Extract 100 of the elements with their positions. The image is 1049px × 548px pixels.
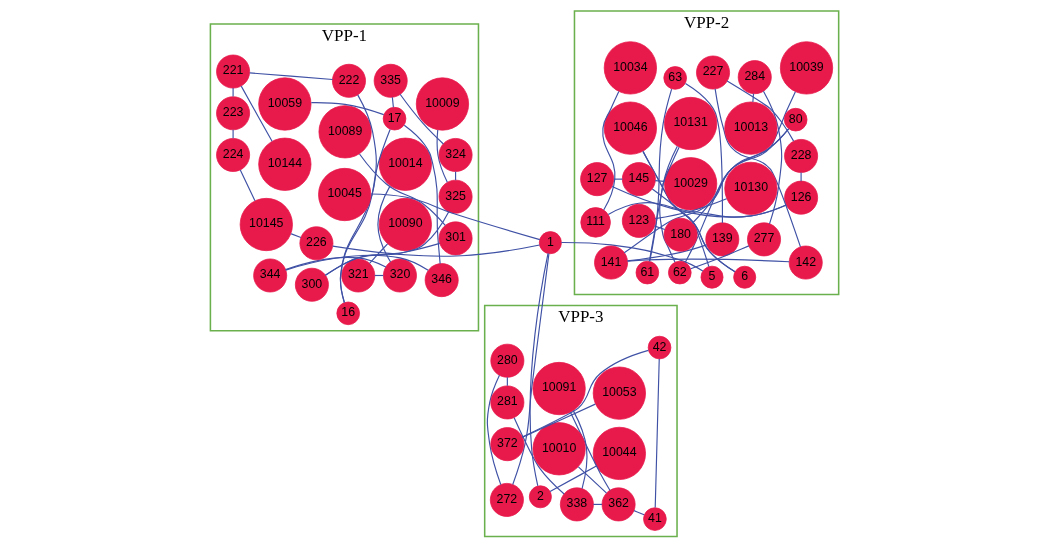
node-circle: 284 <box>737 60 772 95</box>
node-circle: 325 <box>438 179 473 214</box>
connector <box>506 376 508 387</box>
node-circle: 280 <box>490 343 525 378</box>
connector <box>752 93 755 103</box>
node-circle: 141 <box>594 245 628 280</box>
connector <box>613 178 623 180</box>
node-circle: 372 <box>490 427 525 462</box>
connector <box>569 411 611 491</box>
node-circle: 10045 <box>318 167 372 222</box>
node-circle: 10053 <box>592 366 646 420</box>
connector <box>436 129 448 183</box>
connector <box>690 245 750 270</box>
connector <box>648 146 680 262</box>
connector <box>642 150 736 273</box>
node-circle: 338 <box>559 487 594 522</box>
connector <box>659 145 678 263</box>
node-circle: 346 <box>424 263 459 298</box>
node-circle: 16 <box>336 301 360 326</box>
node-circle: 281 <box>490 385 525 420</box>
node-circle: 180 <box>663 217 698 252</box>
connector <box>529 252 549 487</box>
node-circle: 1 <box>538 231 562 255</box>
connector <box>521 403 596 438</box>
node-circle: 344 <box>253 258 288 293</box>
node-circle: 10144 <box>258 137 312 191</box>
node-circle: 10010 <box>532 422 586 476</box>
node-circle: 123 <box>621 203 656 238</box>
connector <box>285 254 429 271</box>
node-circle: 17 <box>382 106 407 131</box>
connector <box>623 91 796 254</box>
node-circle: 320 <box>383 258 417 293</box>
connector <box>513 417 565 495</box>
connector <box>370 193 541 241</box>
node-circle: 80 <box>783 107 808 132</box>
node-circle: 10044 <box>592 426 646 480</box>
connector <box>691 128 790 224</box>
node-circle: 226 <box>299 226 334 261</box>
node-circle: 10046 <box>603 101 657 155</box>
connector <box>654 225 666 231</box>
connector <box>232 87 234 98</box>
node-circle: 142 <box>788 245 823 280</box>
connector <box>486 374 502 486</box>
node-circle: 5 <box>700 265 724 289</box>
connector <box>403 124 441 265</box>
node-circle: 324 <box>438 138 473 172</box>
connector <box>285 256 387 271</box>
node-circle: 6 <box>733 265 757 289</box>
node-circle: 222 <box>332 63 366 98</box>
node-circle: 10034 <box>603 41 657 95</box>
connector <box>762 90 783 225</box>
node-circle: 10145 <box>239 197 293 252</box>
node-circle: 41 <box>643 507 667 531</box>
node-circle: 227 <box>696 55 730 90</box>
connector <box>684 128 790 264</box>
node-circle: 223 <box>216 96 251 131</box>
node-circle: 10014 <box>378 137 432 191</box>
node-circle: 111 <box>580 207 611 238</box>
node-circle: 10131 <box>664 96 718 151</box>
node-circle: 139 <box>705 222 740 257</box>
node-circle: 10059 <box>258 77 312 131</box>
connector <box>684 83 724 224</box>
connector <box>800 172 802 182</box>
node-circle: 10039 <box>779 41 834 95</box>
node-circle: 228 <box>784 139 819 173</box>
node-circle: 10130 <box>724 161 778 215</box>
node-circle: 63 <box>663 66 687 90</box>
node-circle: 127 <box>580 162 615 197</box>
node-circle: 62 <box>668 260 692 285</box>
node-circle: 224 <box>216 138 251 172</box>
node-circle: 10089 <box>318 105 372 159</box>
node-circle: 362 <box>601 487 636 522</box>
connector <box>332 244 541 257</box>
connector <box>626 244 708 262</box>
connector <box>654 198 728 220</box>
connector <box>572 410 588 490</box>
node-circle: 301 <box>438 221 473 256</box>
node-circle: 42 <box>647 335 672 360</box>
node-circle: 10091 <box>532 361 586 416</box>
connector <box>512 253 550 486</box>
node-circle: 300 <box>294 267 329 302</box>
connector <box>651 188 736 273</box>
connector <box>654 358 660 509</box>
node-circle: 335 <box>373 63 408 98</box>
connector <box>391 96 394 108</box>
node-circle: 277 <box>747 222 781 257</box>
connector <box>521 349 649 438</box>
node-circle: 272 <box>489 483 524 517</box>
node-circle: 10013 <box>724 101 778 155</box>
connector <box>549 465 597 493</box>
node-circle: 126 <box>784 180 819 215</box>
node-circle: 221 <box>216 54 251 89</box>
node-circle: 10090 <box>378 197 432 252</box>
connector <box>633 510 645 516</box>
connector <box>627 258 790 263</box>
connector <box>602 91 620 211</box>
connector <box>368 243 389 264</box>
node-circle: 321 <box>341 258 376 293</box>
connector <box>592 503 603 505</box>
node-circle: 145 <box>621 162 656 197</box>
